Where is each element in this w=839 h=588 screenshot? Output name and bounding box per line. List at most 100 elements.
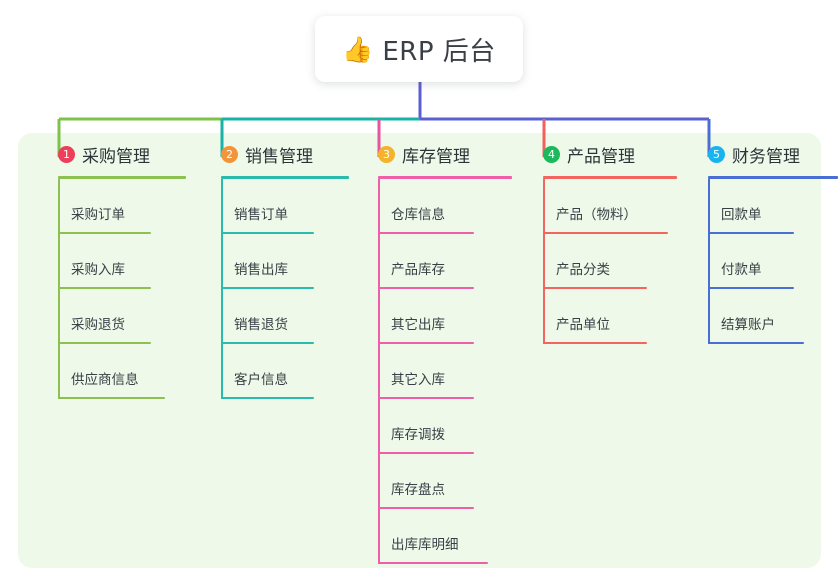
branch-item-list: 仓库信息产品库存其它出库其它入库库存调拨库存盘点出库库明细 (358, 179, 533, 564)
branch-item-underline (708, 287, 794, 289)
branch-item-underline (378, 507, 474, 509)
branch-item[interactable]: 产品分类 (523, 234, 703, 289)
branch-item[interactable]: 产品库存 (358, 234, 533, 289)
branch-item-label: 付款单 (721, 262, 762, 278)
branch-item[interactable]: 采购入库 (38, 234, 203, 289)
content-panel (18, 133, 821, 568)
branch-item[interactable]: 库存调拨 (358, 399, 533, 454)
branch-spine (221, 179, 223, 399)
branch-item-underline (58, 287, 151, 289)
branch-column: 2 销售管理销售订单销售出库销售退货客户信息 (201, 133, 366, 399)
branch-item-underline (378, 562, 488, 564)
branch-item-underline (543, 342, 647, 344)
branch-title: 库存管理 (402, 146, 470, 167)
branch-header[interactable]: 2 销售管理 (201, 133, 366, 175)
branch-spine (543, 179, 545, 344)
branch-underline (708, 176, 838, 179)
branch-item[interactable]: 采购订单 (38, 179, 203, 234)
branch-item-underline (378, 397, 474, 399)
branch-item[interactable]: 回款单 (688, 179, 839, 234)
branch-spine (58, 179, 60, 399)
branch-item[interactable]: 产品（物料） (523, 179, 703, 234)
branch-column: 5 财务管理回款单付款单结算账户 (688, 133, 839, 344)
branch-item-list: 产品（物料） 产品分类产品单位 (523, 179, 703, 344)
branch-column: 4 产品管理产品（物料） 产品分类产品单位 (523, 133, 703, 344)
branch-item-label: 供应商信息 (71, 372, 139, 388)
branch-item-label: 采购订单 (71, 207, 125, 223)
branch-underline (221, 176, 349, 179)
branch-item[interactable]: 其它入库 (358, 344, 533, 399)
branch-item-label: 产品（物料） (556, 207, 637, 223)
branch-number-badge: 5 (708, 145, 725, 163)
branch-item[interactable]: 销售订单 (201, 179, 366, 234)
branch-spine (378, 179, 380, 564)
root-node-title: ERP 后台 (382, 36, 496, 67)
branch-item[interactable]: 采购退货 (38, 289, 203, 344)
branch-item[interactable]: 销售退货 (201, 289, 366, 344)
branch-item[interactable]: 客户信息 (201, 344, 366, 399)
branch-item-label: 库存盘点 (391, 482, 445, 498)
branch-item-label: 产品分类 (556, 262, 610, 278)
branch-item-label: 销售出库 (234, 262, 288, 278)
branch-item-list: 回款单付款单结算账户 (688, 179, 839, 344)
branch-item[interactable]: 销售出库 (201, 234, 366, 289)
branch-item-label: 回款单 (721, 207, 762, 223)
root-node-card[interactable]: 👍 ERP 后台 (315, 16, 523, 82)
branch-item-label: 销售退货 (234, 317, 288, 333)
branch-title: 财务管理 (732, 146, 800, 167)
branch-underline (378, 176, 512, 179)
branch-item-underline (378, 287, 474, 289)
thumbs-up-emoji: 👍 (342, 34, 374, 64)
branch-item-underline (221, 342, 314, 344)
branch-spine (708, 179, 710, 344)
branch-number-badge: 4 (543, 145, 560, 163)
branch-header[interactable]: 3 库存管理 (358, 133, 533, 175)
branch-item-underline (708, 232, 794, 234)
branch-header[interactable]: 4 产品管理 (523, 133, 703, 175)
branch-item[interactable]: 结算账户 (688, 289, 839, 344)
branch-item-label: 其它入库 (391, 372, 445, 388)
branch-item-label: 其它出库 (391, 317, 445, 333)
branch-number-badge: 3 (378, 145, 395, 163)
branch-item[interactable]: 产品单位 (523, 289, 703, 344)
branch-title: 产品管理 (567, 146, 635, 167)
branch-item-label: 库存调拨 (391, 427, 445, 443)
branch-item-underline (221, 397, 314, 399)
branch-item-underline (58, 397, 165, 399)
branch-item-underline (378, 232, 474, 234)
branch-item[interactable]: 出库库明细 (358, 509, 533, 564)
branch-underline (58, 176, 186, 179)
branch-item-label: 仓库信息 (391, 207, 445, 223)
branch-item-underline (58, 232, 151, 234)
branch-item-label: 销售订单 (234, 207, 288, 223)
branch-item-underline (221, 232, 314, 234)
branch-item-underline (378, 452, 474, 454)
branch-item-label: 产品单位 (556, 317, 610, 333)
branch-item[interactable]: 供应商信息 (38, 344, 203, 399)
branch-item-list: 销售订单销售出库销售退货客户信息 (201, 179, 366, 399)
branch-item-label: 采购退货 (71, 317, 125, 333)
branch-item[interactable]: 仓库信息 (358, 179, 533, 234)
branch-item[interactable]: 其它出库 (358, 289, 533, 344)
branch-number-badge: 2 (221, 145, 238, 163)
branch-item-underline (221, 287, 314, 289)
branch-item-label: 出库库明细 (391, 537, 459, 553)
branch-item-label: 采购入库 (71, 262, 125, 278)
branch-title: 销售管理 (245, 146, 313, 167)
branch-item-label: 结算账户 (721, 317, 775, 333)
branch-underline (543, 176, 677, 179)
branch-item-underline (543, 232, 668, 234)
branch-item-label: 客户信息 (234, 372, 288, 388)
branch-header[interactable]: 5 财务管理 (688, 133, 839, 175)
branch-item[interactable]: 库存盘点 (358, 454, 533, 509)
branch-item-underline (543, 287, 647, 289)
branch-column: 3 库存管理仓库信息产品库存其它出库其它入库库存调拨库存盘点出库库明细 (358, 133, 533, 564)
branch-item[interactable]: 付款单 (688, 234, 839, 289)
branch-item-underline (58, 342, 151, 344)
branch-item-label: 产品库存 (391, 262, 445, 278)
branch-item-list: 采购订单采购入库采购退货供应商信息 (38, 179, 203, 399)
